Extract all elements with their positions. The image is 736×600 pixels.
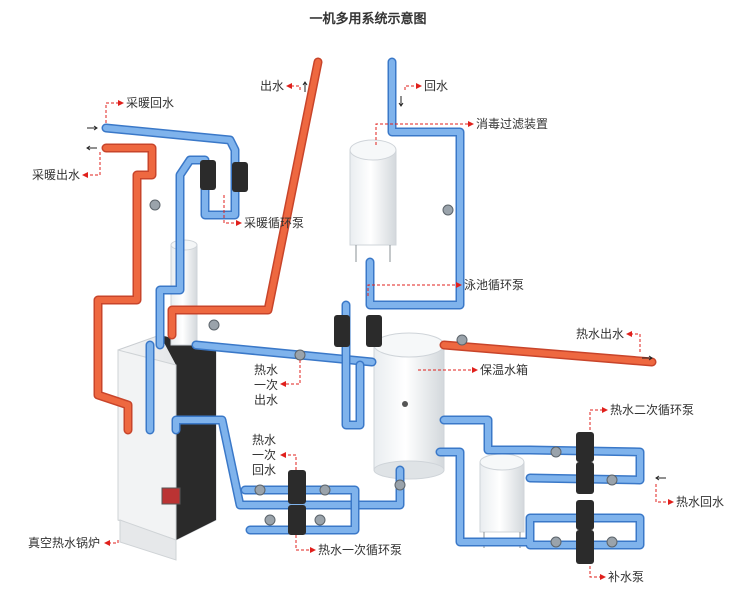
- leader-lines: [82, 83, 674, 580]
- label-heating-return: 采暖回水: [126, 96, 174, 110]
- pool-pumps: [334, 315, 382, 347]
- primary-pumps: [288, 470, 306, 535]
- valves: [149, 199, 618, 548]
- label-primary-out-2: 一次: [254, 378, 278, 392]
- label-secondary-pump: 热水二次循环泵: [610, 403, 694, 417]
- label-heating-pump: 采暖循环泵: [244, 216, 304, 230]
- heating-pumps: [200, 160, 248, 192]
- label-boiler: 真空热水锅炉: [28, 535, 100, 550]
- label-water-out: 出水: [260, 79, 284, 93]
- cold-pipes: [101, 57, 645, 550]
- makeup-pumps: [576, 500, 594, 564]
- label-makeup-pump: 补水泵: [608, 570, 644, 584]
- diagram-title: 一机多用系统示意图: [309, 12, 427, 27]
- label-primary-out-1: 热水: [254, 363, 278, 377]
- label-storage-tank: 保温水箱: [480, 362, 528, 377]
- label-pool-pump: 泳池循环泵: [464, 278, 524, 292]
- secondary-pumps: [576, 432, 594, 494]
- label-water-return: 回水: [424, 79, 448, 93]
- hot-pipes: [93, 57, 657, 435]
- label-primary-ret-3: 回水: [252, 463, 276, 477]
- filter-tank: [349, 139, 397, 262]
- expansion-tank: [479, 453, 525, 548]
- label-hot-water-out: 热水出水: [576, 327, 624, 341]
- label-primary-ret-1: 热水: [252, 433, 276, 447]
- label-hot-water-return: 热水回水: [676, 495, 724, 509]
- label-primary-out-3: 出水: [254, 393, 278, 407]
- flow-arrows: [86, 81, 666, 481]
- label-primary-ret-2: 一次: [252, 448, 276, 462]
- labels: 采暖回水 采暖出水 采暖循环泵 出水 回水 消毒过滤装置 泳池循环泵 热水出水 …: [28, 79, 724, 584]
- label-filter: 消毒过滤装置: [476, 117, 548, 131]
- label-heating-supply: 采暖出水: [32, 168, 80, 182]
- storage-tank: [373, 332, 445, 480]
- label-primary-pump: 热水一次循环泵: [318, 543, 402, 557]
